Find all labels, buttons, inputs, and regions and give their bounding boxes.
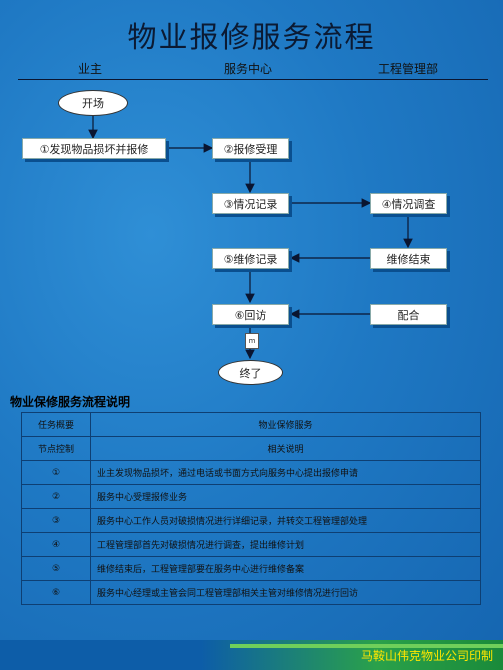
node-follow-up-visit: ⑥回访 bbox=[212, 304, 289, 325]
node-repair-record: ⑤维修记录 bbox=[212, 248, 289, 269]
table-row: 节点控制相关说明 bbox=[21, 436, 481, 461]
lane-engineering: 工程管理部 bbox=[378, 62, 439, 76]
table-cell-label: ⑤ bbox=[21, 556, 91, 581]
table-cell-text: 物业保修服务 bbox=[90, 412, 481, 437]
table-cell-text: 服务中心经理或主管会同工程管理部相关主管对维修情况进行回访 bbox=[90, 580, 481, 605]
document-icon: m bbox=[245, 333, 259, 349]
table-cell-text: 维修结束后，工程管理部要在服务中心进行维修备案 bbox=[90, 556, 481, 581]
table-cell-label: ① bbox=[21, 460, 91, 485]
flow-connectors bbox=[88, 116, 413, 360]
table-cell-label: ⑥ bbox=[21, 580, 91, 605]
lane-divider bbox=[18, 79, 488, 80]
table-cell-text: 工程管理部首先对破损情况进行调查，提出维修计划 bbox=[90, 532, 481, 557]
node-record-situation: ③情况记录 bbox=[212, 193, 289, 214]
table-cell-text: 业主发现物品损坏，通过电话或书面方式向服务中心提出报修申请 bbox=[90, 460, 481, 485]
table-row: 任务概要物业保修服务 bbox=[21, 412, 481, 437]
footer-text: 马鞍山伟克物业公司印制 bbox=[360, 649, 493, 663]
lane-header: 业主 服务中心 工程管理部 bbox=[0, 60, 503, 80]
table-cell-label: ④ bbox=[21, 532, 91, 557]
table-cell-text: 服务中心受理报修业务 bbox=[90, 484, 481, 509]
node-start: 开场 bbox=[58, 90, 128, 116]
node-repair-finished: 维修结束 bbox=[370, 248, 447, 269]
node-investigate: ④情况调查 bbox=[370, 193, 447, 214]
section-title: 物业保修服务流程说明 bbox=[10, 395, 131, 409]
table-cell-label: ② bbox=[21, 484, 91, 509]
footer-stripe bbox=[230, 644, 503, 648]
table-cell-text: 服务中心工作人员对破损情况进行详细记录，并转交工程管理部处理 bbox=[90, 508, 481, 533]
node-end: 终了 bbox=[218, 360, 283, 385]
table-cell-label: 节点控制 bbox=[21, 436, 91, 461]
page-title: 物业报修服务流程 bbox=[127, 20, 376, 54]
table-cell-label: ③ bbox=[21, 508, 91, 533]
table-cell-label: 任务概要 bbox=[21, 412, 91, 437]
lane-service-center: 服务中心 bbox=[224, 62, 273, 76]
node-accept-report: ②报修受理 bbox=[212, 138, 289, 159]
lane-owner: 业主 bbox=[78, 62, 103, 76]
footer-band bbox=[0, 640, 503, 670]
node-cooperate: 配合 bbox=[370, 304, 447, 325]
table-cell-text: 相关说明 bbox=[90, 436, 481, 461]
node-report-damage: ①发现物品损坏并报修 bbox=[22, 138, 166, 159]
